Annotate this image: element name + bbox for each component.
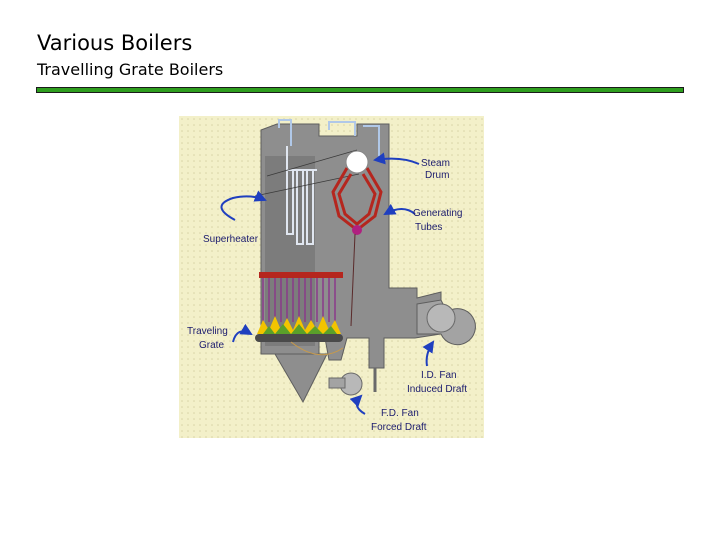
boiler-diagram-svg: Steam Drum Generating Tubes Superheater … (179, 116, 484, 438)
steam-pipes (278, 119, 380, 156)
traveling-grate (255, 334, 343, 342)
label-generating-tubes-2: Tubes (415, 222, 442, 233)
id-fan (416, 299, 476, 346)
grate-tube-bank (259, 272, 343, 322)
label-id-fan-1: I.D. Fan (421, 370, 457, 381)
duct-line-2 (266, 149, 358, 177)
label-superheater: Superheater (203, 234, 259, 245)
steam-drum (345, 150, 369, 174)
downcomer-line (350, 233, 356, 327)
label-traveling-grate-1: Traveling (187, 326, 228, 337)
label-fd-fan-1: F.D. Fan (381, 408, 419, 419)
label-generating-tubes-1: Generating (413, 208, 462, 219)
mud-drum (352, 225, 362, 235)
fd-fan (328, 368, 377, 396)
label-steam-drum-1: Steam (421, 158, 450, 169)
superheater-tubes (286, 146, 317, 245)
slide-title: Various Boilers (37, 31, 193, 55)
label-fd-fan-2: Forced Draft (371, 422, 427, 433)
label-traveling-grate-2: Grate (199, 340, 224, 351)
grate-flames (257, 316, 341, 334)
ash-flow-line (290, 341, 344, 356)
slide-subtitle: Travelling Grate Boilers (37, 60, 224, 79)
label-id-fan-2: Induced Draft (407, 384, 467, 395)
ash-hopper (274, 353, 328, 404)
title-divider-bar (36, 87, 684, 93)
boiler-diagram: Steam Drum Generating Tubes Superheater … (179, 116, 484, 438)
leader-arrows (220, 152, 435, 415)
label-steam-drum-2: Drum (425, 170, 449, 181)
